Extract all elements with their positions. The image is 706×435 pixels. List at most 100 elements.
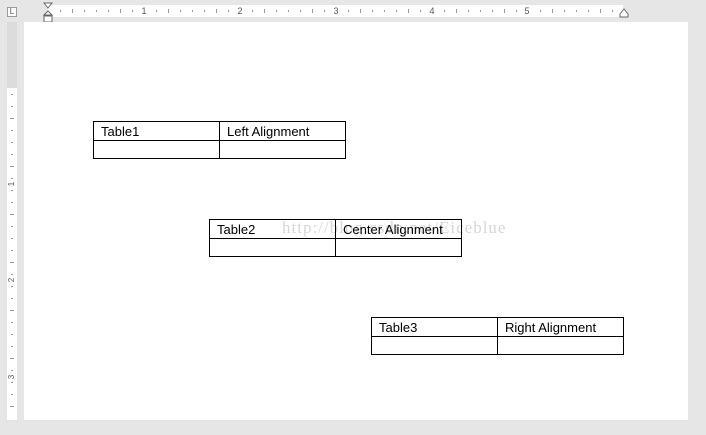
table-row: Table3 Right Alignment [371, 317, 624, 337]
table-cell[interactable]: Table3 [371, 317, 498, 337]
ruler-tick [11, 202, 13, 203]
table-center-alignment[interactable]: Table2 Center Alignment [209, 219, 462, 257]
ruler-tick [108, 10, 109, 12]
horizontal-ruler[interactable]: 1 2 3 4 5 [24, 2, 688, 23]
ruler-left-margin [24, 5, 48, 17]
ruler-tick [612, 10, 613, 12]
ruler-tick [11, 334, 13, 335]
ruler-tick [540, 10, 541, 12]
table-cell[interactable]: Center Alignment [335, 219, 462, 239]
ruler-tick [192, 10, 193, 12]
ruler-tick [11, 190, 13, 191]
ruler-tick [11, 394, 13, 395]
ruler-number: 3 [6, 374, 16, 380]
table-cell[interactable] [219, 140, 346, 159]
ruler-tick [468, 10, 469, 12]
ruler-tick [288, 10, 289, 12]
ruler-number: 1 [6, 181, 16, 187]
ruler-number: 5 [524, 6, 530, 16]
ruler-tick [360, 9, 361, 13]
ruler-tick [600, 9, 601, 13]
ruler-tick [168, 9, 169, 13]
ruler-tick [11, 106, 13, 107]
ruler-number: 4 [429, 6, 435, 16]
ruler-tick [11, 346, 13, 347]
document-page[interactable]: http://blog.csdn.net/Eiceblue Table1 Lef… [24, 22, 688, 420]
ruler-tick [11, 178, 13, 179]
ruler-tick [312, 9, 313, 13]
table-cell[interactable]: Table1 [93, 121, 220, 141]
table-cell[interactable]: Right Alignment [497, 317, 624, 337]
right-indent-marker-icon[interactable] [619, 8, 629, 18]
ruler-tick [11, 154, 13, 155]
ruler-tick [11, 322, 13, 323]
table-cell[interactable] [209, 238, 336, 257]
ruler-tick [204, 10, 205, 12]
ruler-tick [11, 226, 13, 227]
table-cell[interactable] [93, 140, 220, 159]
ruler-tick [156, 10, 157, 12]
table-cell[interactable] [497, 336, 624, 355]
ruler-tick [456, 9, 457, 13]
ruler-top-margin [7, 22, 17, 88]
ruler-tick [276, 10, 277, 12]
table-left-alignment[interactable]: Table1 Left Alignment [93, 121, 346, 159]
ruler-tick [516, 10, 517, 12]
ruler-tick [84, 10, 85, 12]
ruler-tick [396, 10, 397, 12]
ruler-number: 2 [6, 277, 16, 283]
ruler-tick [11, 286, 13, 287]
ruler-tick [72, 9, 73, 13]
table-row: Table1 Left Alignment [93, 121, 346, 141]
ruler-tick [10, 166, 14, 167]
ruler-tick [10, 262, 14, 263]
left-indent-marker-icon[interactable] [43, 2, 53, 24]
ruler-tick [372, 10, 373, 12]
table-row [209, 238, 462, 257]
table-cell[interactable]: Left Alignment [219, 121, 346, 141]
ruler-tick [11, 94, 13, 95]
ruler-number: 1 [141, 6, 147, 16]
ruler-tick [10, 358, 14, 359]
ruler-tick [252, 10, 253, 12]
table-row: Table2 Center Alignment [209, 219, 462, 239]
ruler-tick [11, 382, 13, 383]
ruler-tick [180, 10, 181, 12]
ruler-tick [11, 142, 13, 143]
vertical-ruler[interactable]: 1 2 3 [7, 22, 17, 420]
ruler-tick [444, 10, 445, 12]
table-cell[interactable]: Table2 [209, 219, 336, 239]
ruler-tick [11, 250, 13, 251]
ruler-tick [228, 10, 229, 12]
ruler-tick [11, 130, 13, 131]
ruler-tick [264, 9, 265, 13]
ruler-tick [10, 406, 14, 407]
ruler-tick [420, 10, 421, 12]
ruler-tick [480, 10, 481, 12]
tab-selector-icon[interactable]: L [7, 7, 17, 17]
ruler-tick [504, 9, 505, 13]
ruler-tick [11, 238, 13, 239]
ruler-tick [96, 10, 97, 12]
ruler-tick [11, 370, 13, 371]
ruler-tick [348, 10, 349, 12]
table-right-alignment[interactable]: Table3 Right Alignment [371, 317, 624, 355]
ruler-tick [132, 10, 133, 12]
ruler-tick [384, 10, 385, 12]
table-cell[interactable] [335, 238, 462, 257]
table-cell[interactable] [371, 336, 498, 355]
table-row [93, 140, 346, 159]
ruler-tick [324, 10, 325, 12]
ruler-number: 3 [333, 6, 339, 16]
ruler-tick [60, 10, 61, 12]
ruler-tick [10, 310, 14, 311]
ruler-tick [10, 214, 14, 215]
ruler-tick [300, 10, 301, 12]
ruler-tick [492, 10, 493, 12]
ruler-tick [11, 298, 13, 299]
ruler-tick [564, 10, 565, 12]
ruler-tick [11, 274, 13, 275]
ruler-tick [576, 10, 577, 12]
ruler-tick [552, 9, 553, 13]
ruler-tick [216, 9, 217, 13]
